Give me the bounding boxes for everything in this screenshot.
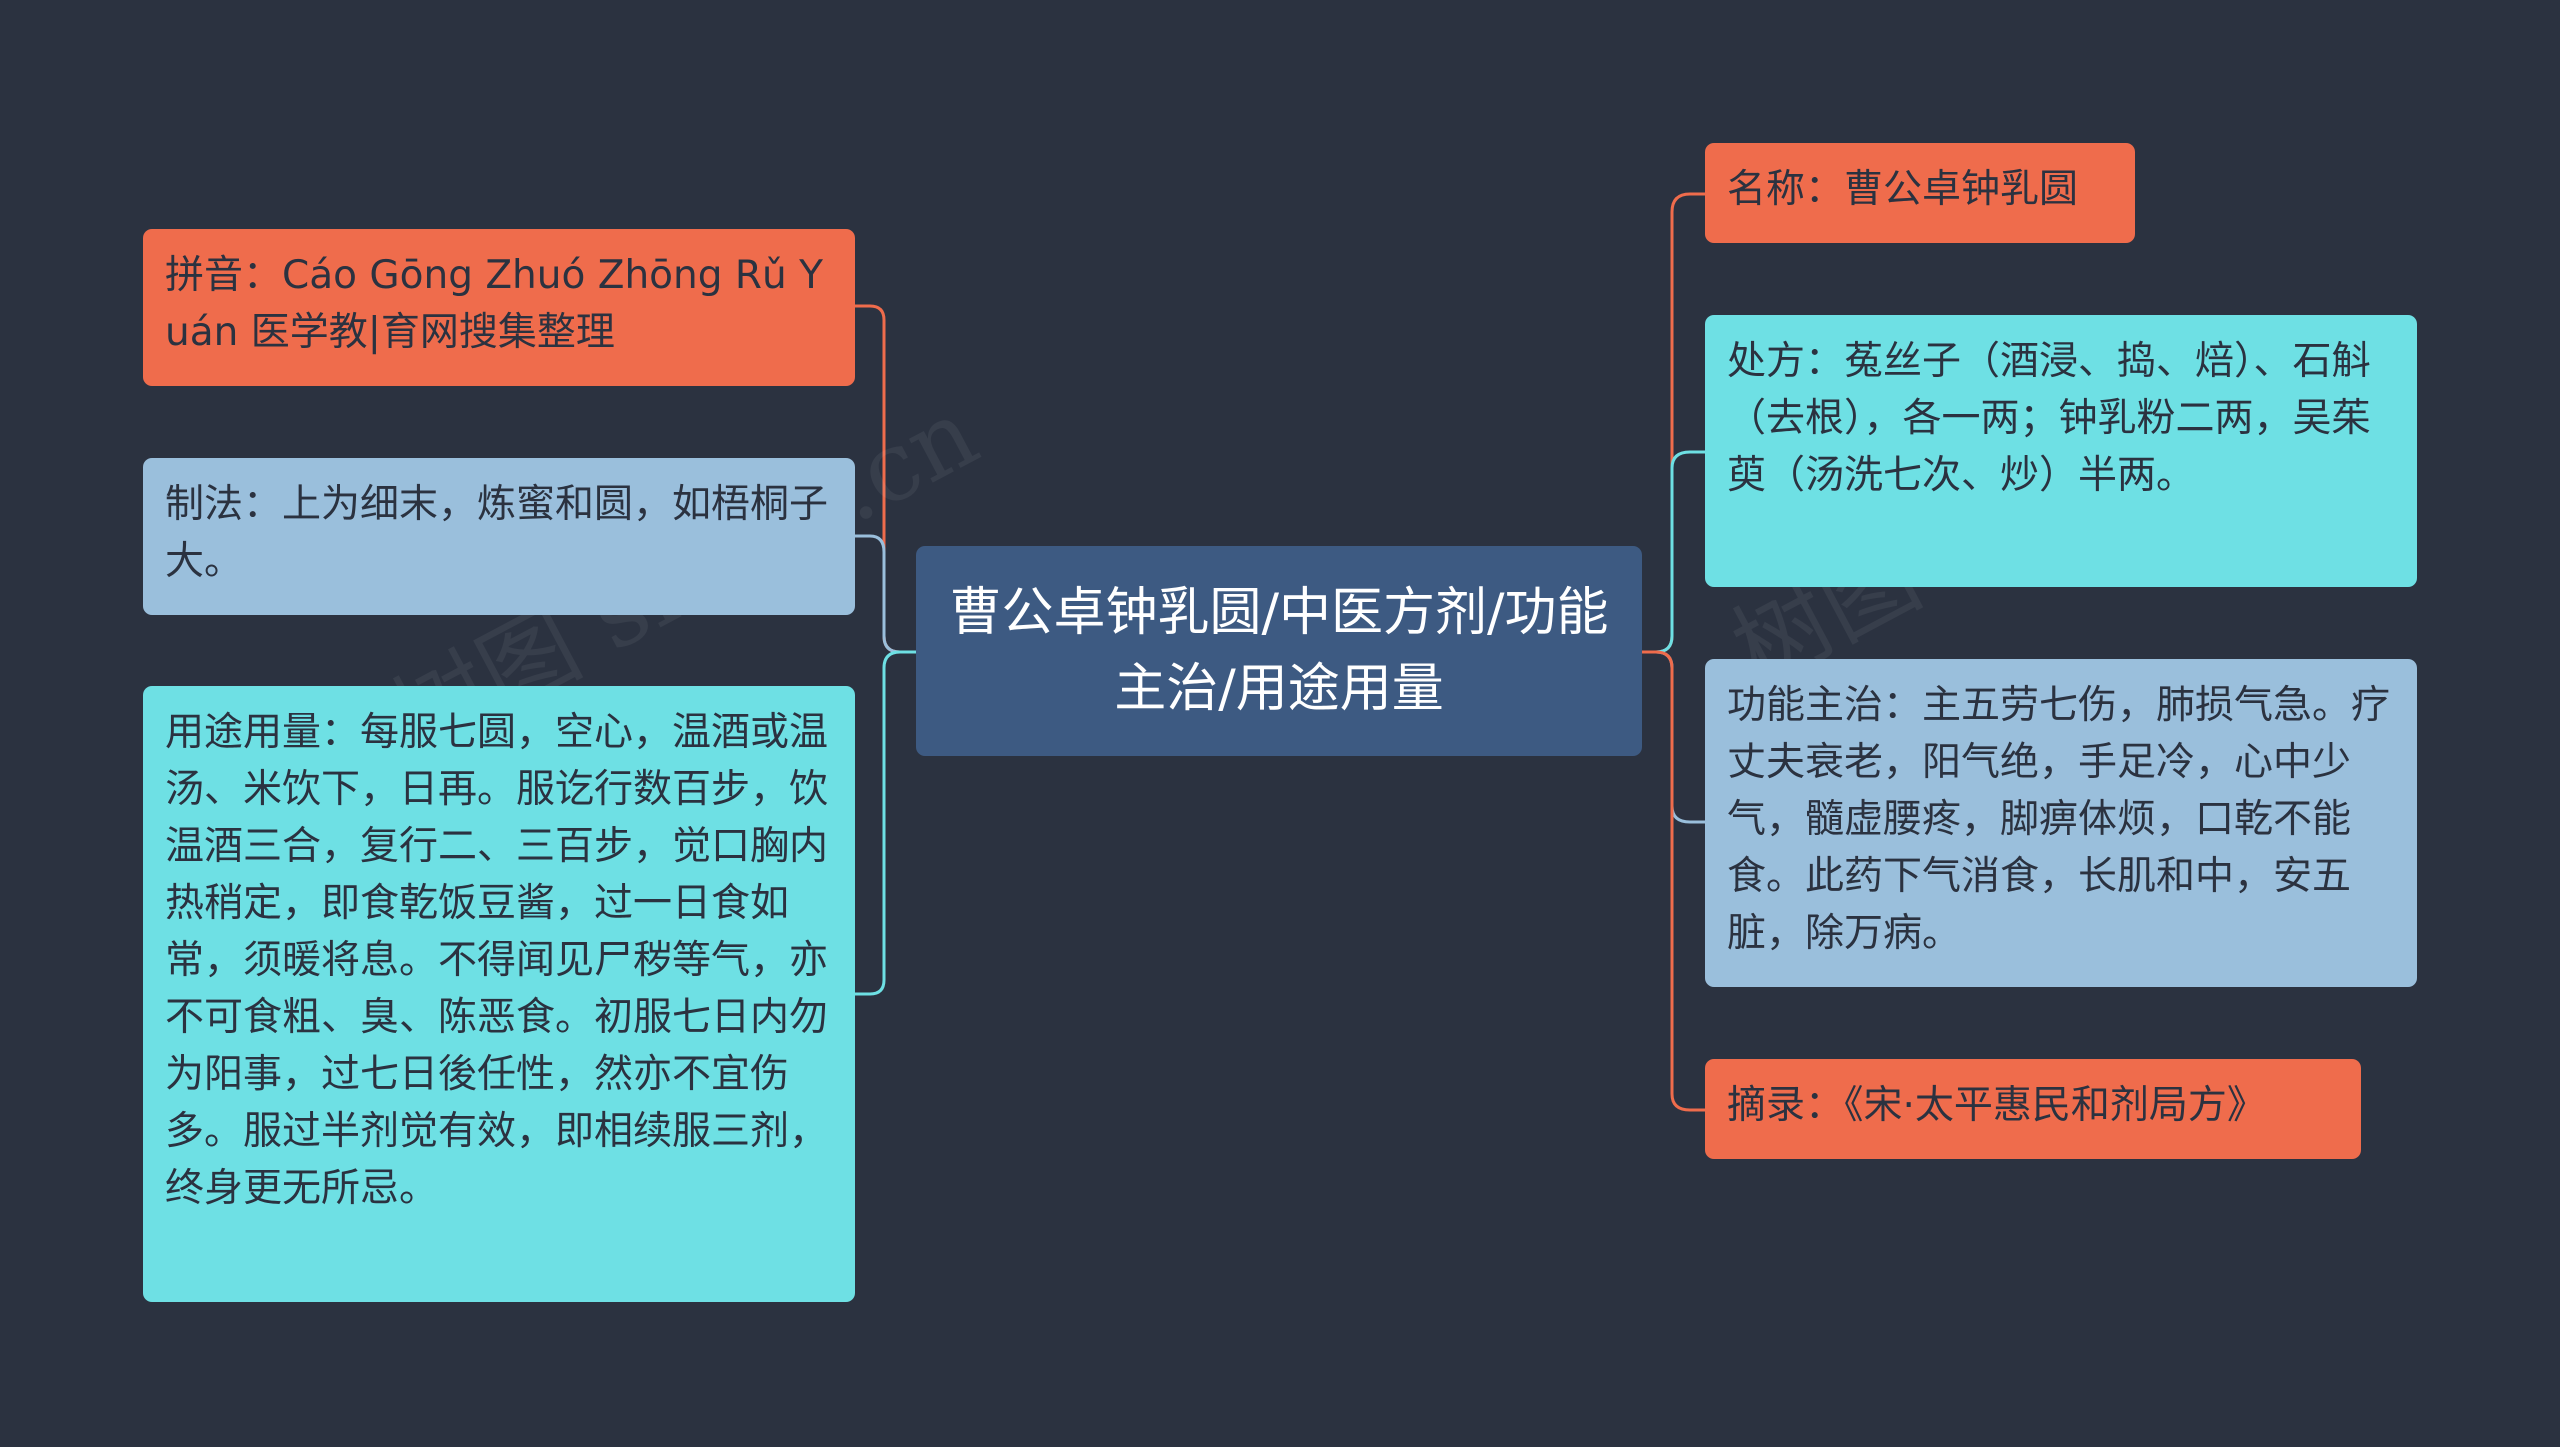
central-topic-label: 曹公卓钟乳圆/中医方剂/功能主治/用途用量 (949, 583, 1609, 719)
node-pinyin[interactable]: 拼音：Cáo Gōng Zhuó Zhōng Rǔ Yuán 医学教|育网搜集整… (143, 229, 855, 386)
node-indications[interactable]: 功能主治：主五劳七伤，肺损气急。疗丈夫衰老，阳气绝，手足冷，心中少气，髓虚腰疼，… (1705, 659, 2417, 987)
node-preparation-method[interactable]: 制法：上为细末，炼蜜和圆，如梧桐子大。 (143, 458, 855, 615)
node-name[interactable]: 名称：曹公卓钟乳圆 (1705, 143, 2135, 243)
connector-left-method (855, 534, 916, 654)
connector-right-source (1642, 650, 1705, 1112)
node-prescription[interactable]: 处方：菟丝子（酒浸、捣、焙）、石斛（去根），各一两；钟乳粉二两，吴茱萸（汤洗七次… (1705, 315, 2417, 587)
node-usage-dosage[interactable]: 用途用量：每服七圆，空心，温酒或温汤、米饮下，日再。服讫行数百步，饮温酒三合，复… (143, 686, 855, 1302)
central-topic[interactable]: 曹公卓钟乳圆/中医方剂/功能主治/用途用量 (916, 546, 1642, 756)
connector-right-prescription (1642, 450, 1705, 654)
connector-left-usage (855, 650, 916, 996)
node-source[interactable]: 摘录：《宋·太平惠民和剂局方》 (1705, 1059, 2361, 1159)
